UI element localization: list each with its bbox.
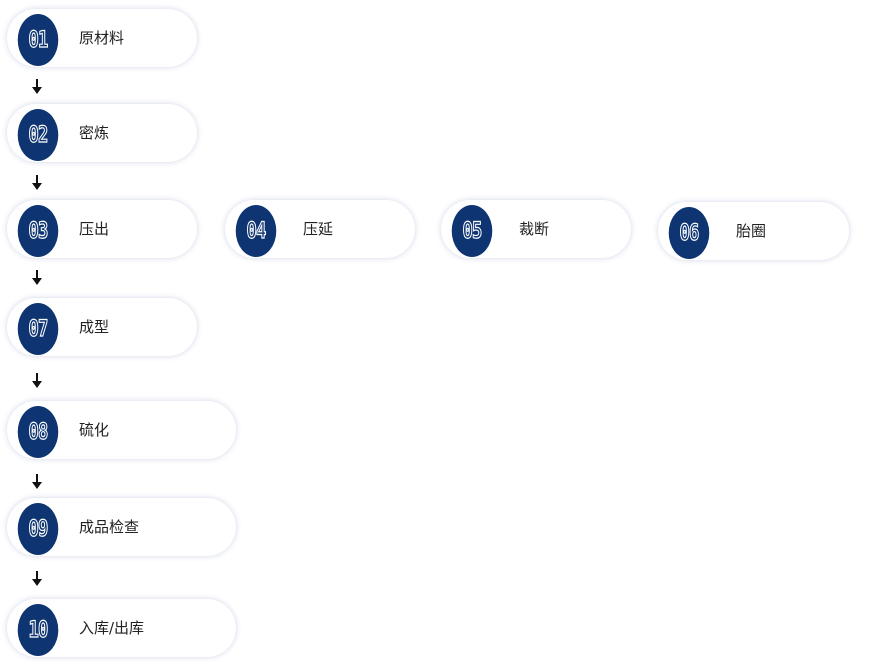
step-number-badge: 02 [17,109,59,161]
step-number-badge: 07 [17,303,59,355]
step-label: 原材料 [79,29,125,47]
step-08: 08 硫化 [7,401,236,459]
step-number-badge: 08 [17,406,59,458]
down-arrow-icon [32,474,42,490]
step-label: 入库/出库 [79,619,145,637]
step-label: 密炼 [79,124,110,142]
step-label: 压出 [79,220,110,238]
step-number-badge: 03 [17,205,59,257]
step-label: 硫化 [79,421,110,439]
step-label: 成型 [79,318,110,336]
down-arrow-icon [32,373,42,389]
step-label: 成品检查 [79,518,140,536]
step-01: 01 原材料 [7,9,197,67]
step-04: 04 压延 [225,200,415,258]
step-label: 胎圈 [736,222,767,240]
step-label: 压延 [303,220,334,238]
down-arrow-icon [32,175,42,191]
step-number-badge: 05 [451,205,493,257]
step-09: 09 成品检查 [7,498,236,556]
step-02: 02 密炼 [7,104,197,162]
step-number-badge: 01 [17,14,59,66]
step-05: 05 裁断 [441,200,631,258]
down-arrow-icon [32,270,42,286]
step-number-badge: 06 [668,207,710,259]
down-arrow-icon [32,79,42,95]
step-03: 03 压出 [7,200,197,258]
step-06: 06 胎圈 [658,202,849,260]
step-number-badge: 10 [17,604,59,656]
step-number-badge: 09 [17,503,59,555]
down-arrow-icon [32,571,42,587]
step-07: 07 成型 [7,298,197,356]
step-10: 10 入库/出库 [7,599,236,657]
step-number-badge: 04 [235,205,277,257]
step-label: 裁断 [519,220,550,238]
